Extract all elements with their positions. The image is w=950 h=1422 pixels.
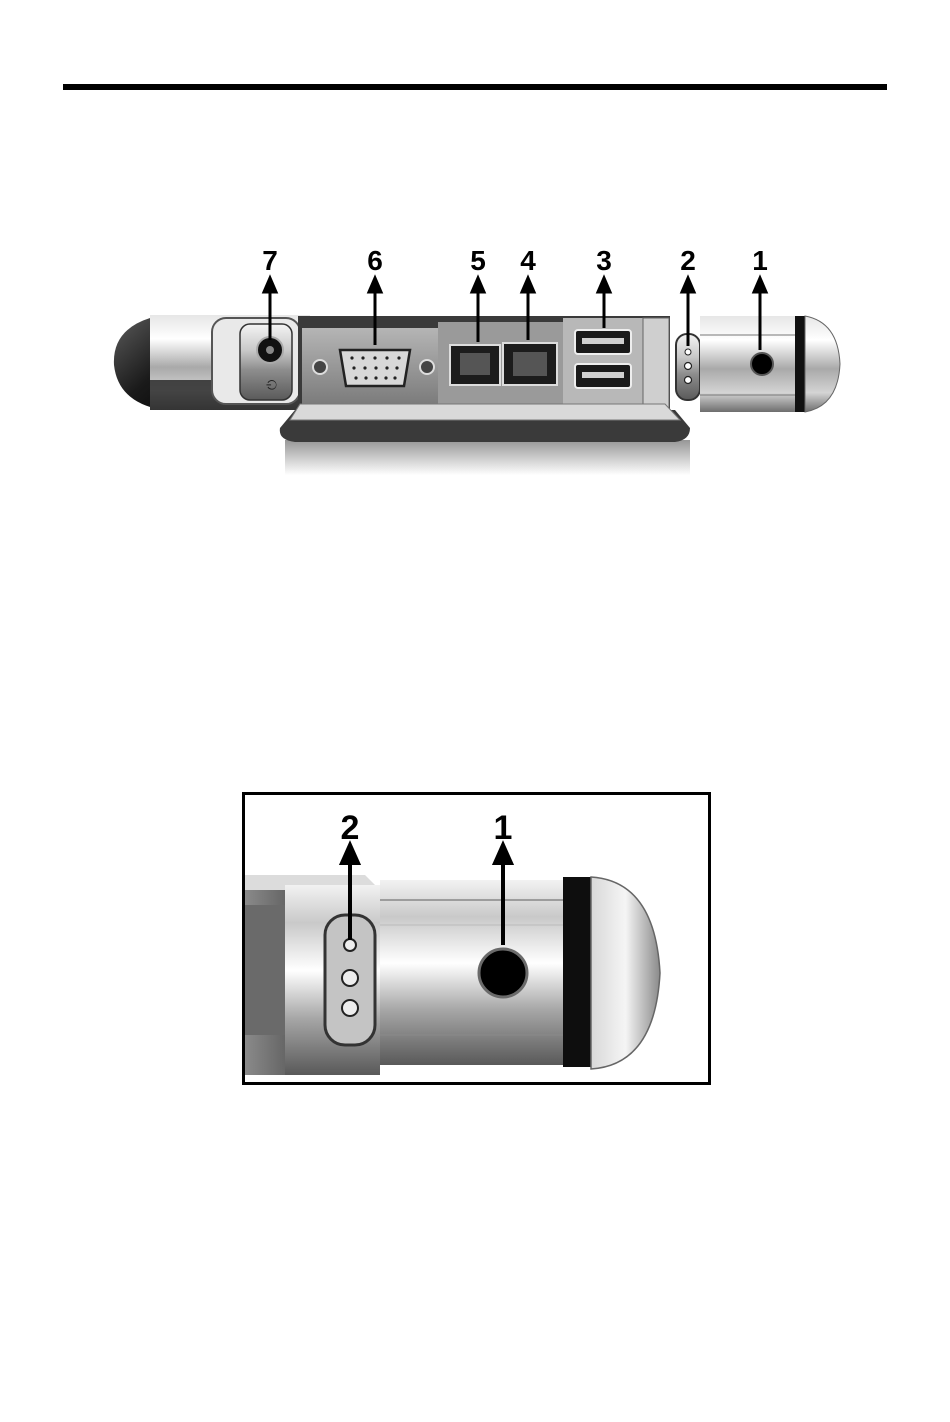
bracket bbox=[643, 318, 669, 408]
callout-2: 2 bbox=[668, 247, 708, 275]
callout-1: 1 bbox=[740, 247, 780, 275]
usb-port-top-tongue bbox=[582, 338, 624, 344]
right-end-cap bbox=[805, 316, 840, 412]
right-cylinder-ring bbox=[795, 316, 805, 412]
callout-7: 7 bbox=[250, 247, 290, 275]
closeup-led-2 bbox=[342, 970, 358, 986]
closeup-cylinder bbox=[380, 880, 570, 1065]
power-jack-pin bbox=[266, 346, 274, 354]
vga-screw-right bbox=[420, 360, 434, 374]
closeup-callout-1: 1 bbox=[483, 811, 523, 845]
closeup-cylinder-hole bbox=[479, 949, 527, 997]
lan-port-inner bbox=[513, 352, 547, 376]
vga-screw-left bbox=[313, 360, 327, 374]
shadow bbox=[285, 440, 690, 475]
callout-3: 3 bbox=[584, 247, 624, 275]
led-3 bbox=[685, 377, 692, 384]
closeup-callout-2: 2 bbox=[330, 811, 370, 845]
led-1 bbox=[685, 349, 691, 355]
closeup-ring bbox=[563, 877, 591, 1067]
closeup-photo bbox=[245, 795, 708, 1082]
port-door-lip bbox=[290, 404, 680, 420]
closeup-led-1 bbox=[344, 939, 356, 951]
usb-port-bottom-tongue bbox=[582, 372, 624, 378]
callout-6: 6 bbox=[355, 247, 395, 275]
closeup-end-cap bbox=[591, 877, 660, 1069]
callout-4: 4 bbox=[508, 247, 548, 275]
closeup-left-panel bbox=[245, 905, 285, 1035]
callout-5: 5 bbox=[458, 247, 498, 275]
led-2 bbox=[685, 363, 692, 370]
closeup-led-3 bbox=[342, 1000, 358, 1016]
power-symbol-icon: ⏻ bbox=[265, 380, 280, 390]
right-cylinder-hole bbox=[751, 353, 773, 375]
modem-port-inner bbox=[460, 353, 490, 375]
closeup-figure: 2 1 bbox=[242, 792, 711, 1085]
